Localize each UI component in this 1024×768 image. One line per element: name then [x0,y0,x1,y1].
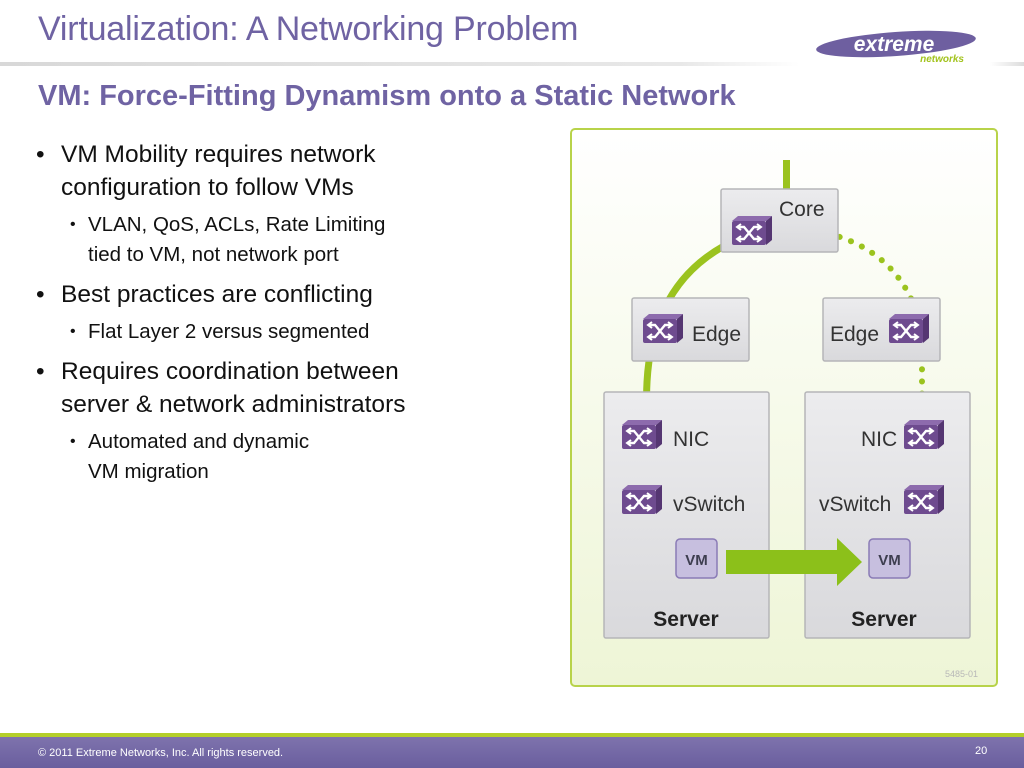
server-left-label: Server [653,608,718,631]
core-switch-box: Core [720,188,839,253]
edge-right-switch-box: Edge [822,297,941,362]
vswitch-left-label: vSwitch [673,493,745,516]
title-divider-right [990,62,1024,66]
bullet-text-line: server & network administrators [61,391,406,418]
footer-bar [0,737,1024,768]
copyright-text: © 2011 Extreme Networks, Inc. All rights… [38,747,284,759]
sub-bullet-item: Automated and dynamic VM migration [32,427,482,487]
sub-bullet-text-line: Automated and dynamic [88,430,310,453]
network-diagram: Core Edge Edge NIC vSwitch VM Server NIC… [570,128,998,687]
sub-bullet-text-line: tied to VM, not network port [88,243,339,266]
bullet-list: VM Mobility requires network configurati… [32,138,482,495]
server-right-box: NIC vSwitch VM Server [804,391,971,639]
edge-left-switch-box: Edge [631,297,750,362]
edge-right-switch-icon [887,312,931,345]
logo-main-text: extreme [854,33,935,56]
edge-left-label: Edge [692,323,741,346]
footer-accent-line [0,733,1024,737]
bullet-text-line: VM Mobility requires network [61,141,376,168]
nic-right-label: NIC [861,428,897,451]
extreme-networks-logo: extreme networks [816,30,976,65]
figure-id: 5485-01 [945,669,978,679]
page-number: 20 [975,745,988,757]
sub-bullet-item: VLAN, QoS, ACLs, Rate Limiting tied to V… [32,210,482,270]
edge-left-switch-icon [641,312,685,345]
server-right-label: Server [851,608,916,631]
nic-right-icon [902,418,946,451]
core-label: Core [779,198,825,221]
nic-left-label: NIC [673,428,709,451]
sub-bullet-text-line: VM migration [88,460,209,483]
sub-bullet-text-line: VLAN, QoS, ACLs, Rate Limiting [88,213,386,236]
vswitch-right-label: vSwitch [819,493,891,516]
bullet-item: VM Mobility requires network configurati… [32,138,482,204]
vswitch-right-icon [902,483,946,516]
vm-right-label: VM [878,552,901,569]
slide-subtitle: VM: Force-Fitting Dynamism onto a Static… [38,80,736,112]
logo-sub-text: networks [920,54,964,65]
bullet-text-line: Requires coordination between [61,358,399,385]
title-divider [0,62,800,66]
bullet-text-line: Best practices are conflicting [61,281,373,308]
bullet-text-line: configuration to follow VMs [61,174,354,201]
bullet-item: Best practices are conflicting [32,278,482,311]
sub-bullet-item: Flat Layer 2 versus segmented [32,317,482,347]
core-uplink-line [783,160,790,190]
vm-left-label: VM [685,552,708,569]
slide-title: Virtualization: A Networking Problem [38,10,579,48]
core-switch-icon [730,214,774,247]
nic-left-icon [620,418,664,451]
sub-bullet-text-line: Flat Layer 2 versus segmented [88,320,370,343]
vswitch-left-icon [620,483,664,516]
server-left-box: NIC vSwitch VM Server [603,391,770,639]
bullet-item: Requires coordination between server & n… [32,355,482,421]
edge-right-label: Edge [830,323,879,346]
vm-migration-arrow-icon [726,538,862,586]
